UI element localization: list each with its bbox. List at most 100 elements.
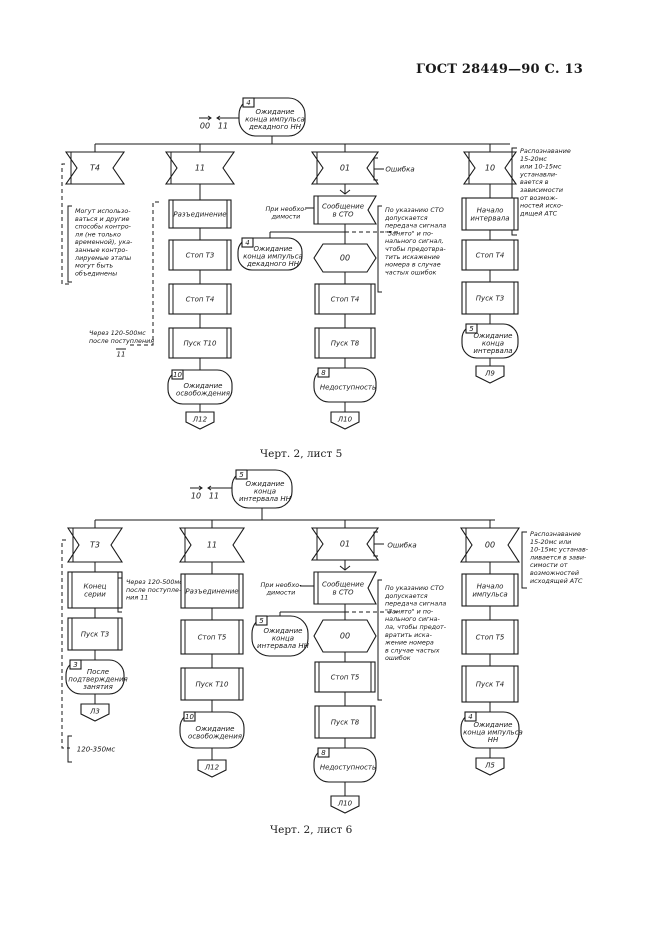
annotation-control-methods: временной), ука- bbox=[75, 238, 133, 246]
annotation-sto: По указанию СТО bbox=[385, 584, 444, 592]
process-label: Стоп Т3 bbox=[186, 252, 215, 260]
connector-line bbox=[377, 579, 382, 701]
process-label: Начало bbox=[477, 583, 504, 591]
receive-signal-01 bbox=[310, 527, 380, 561]
message-label: Сообщение bbox=[322, 203, 364, 211]
annotation-recognition: 15-20мс или bbox=[530, 538, 571, 546]
process-label: Пуск Т10 bbox=[196, 681, 229, 689]
process-label: Стоп Т5 bbox=[198, 634, 227, 642]
state-label: Ожидание bbox=[246, 480, 285, 488]
signal-label: 01 bbox=[340, 164, 350, 173]
state-label: конца импульса bbox=[243, 253, 303, 261]
annotation-recognition: 10-15мс устанав- bbox=[530, 546, 589, 554]
annotation-sto: передача сигнала bbox=[385, 222, 446, 230]
connector-l10 bbox=[330, 411, 360, 430]
overbar-arrow-head bbox=[207, 115, 212, 121]
state-label: конца импульса bbox=[245, 116, 305, 124]
message-to-sto bbox=[313, 195, 377, 225]
state-await-interval-end bbox=[251, 615, 309, 657]
process-start-t8 bbox=[314, 327, 376, 359]
annotation-delay: после поступления bbox=[89, 337, 154, 345]
state-label: конца bbox=[482, 340, 504, 348]
annotation-if-needed: При необхо- bbox=[260, 581, 302, 589]
process-stop-t5-b bbox=[314, 661, 376, 693]
signal-label: 00 bbox=[340, 254, 350, 263]
state-label: конца bbox=[254, 488, 276, 496]
connector-line bbox=[130, 201, 159, 346]
annotation-sto: частых ошибок bbox=[385, 268, 437, 276]
process-stop-t5-c bbox=[461, 619, 519, 655]
state-label: Ожидание bbox=[196, 725, 235, 733]
connector-line bbox=[117, 577, 122, 613]
process-start-t3 bbox=[67, 617, 123, 651]
state-label: декадного НН bbox=[248, 123, 302, 131]
annotation-recognition: возможностей bbox=[530, 569, 579, 577]
connector-label: Л10 bbox=[337, 416, 353, 424]
annotation-recognition: симости от bbox=[530, 561, 568, 569]
receive-signal-11 bbox=[178, 527, 246, 563]
signal-label: 11 bbox=[195, 164, 205, 173]
state-label: Недоступность bbox=[320, 384, 376, 392]
annotation-recognition: дящей АТС bbox=[519, 209, 558, 217]
process-label: Пуск Т8 bbox=[331, 719, 360, 727]
state-label: интервала НН bbox=[257, 642, 310, 650]
annotation-sto: нального сигнал, bbox=[385, 237, 444, 245]
annotation-recognition: вается в bbox=[520, 178, 549, 186]
signal-label: 00 bbox=[340, 632, 350, 641]
annotation-sto: номера в случае bbox=[385, 261, 441, 269]
connector-line bbox=[521, 531, 527, 589]
message-label: в СТО bbox=[332, 589, 354, 597]
annotation-sto: "Занято" и по- bbox=[385, 607, 434, 615]
annotation-sto: По указанию СТО bbox=[385, 206, 444, 214]
connector-l9 bbox=[475, 365, 505, 384]
annotation-recognition: от возмож- bbox=[520, 194, 558, 202]
state-number-box bbox=[242, 97, 255, 108]
process-label: Пуск Т8 bbox=[331, 340, 360, 348]
annotation-delay: Через 120-500мс bbox=[126, 578, 183, 586]
state-label: занятия bbox=[83, 683, 113, 691]
annotation-recognition: зависимости bbox=[520, 186, 563, 194]
process-label: Пуск Т4 bbox=[476, 681, 504, 689]
annotation-duration: 120-350мс bbox=[77, 746, 116, 754]
process-stop-t5 bbox=[180, 619, 244, 655]
overbar-arrow-head bbox=[216, 115, 221, 121]
process-label: Пуск Т10 bbox=[184, 340, 217, 348]
annotation-sto: тить искажение bbox=[385, 253, 440, 261]
annotation-sto: передача сигнала bbox=[385, 600, 446, 608]
process-interval-start bbox=[461, 197, 519, 231]
state-label: Ожидание bbox=[256, 108, 295, 116]
annotation-recognition: устанавли- bbox=[519, 170, 558, 178]
state-number: 4 bbox=[246, 99, 250, 107]
connector-label: Л3 bbox=[89, 708, 100, 716]
annotation-control-methods: Могут использо- bbox=[75, 207, 131, 215]
connector-label: Л10 bbox=[337, 800, 353, 808]
process-label: серии bbox=[84, 591, 106, 599]
process-pulse-start bbox=[461, 573, 519, 607]
receive-signal-10 bbox=[462, 151, 518, 185]
signal-label: T3 bbox=[90, 541, 100, 550]
state-label: освобождения bbox=[176, 389, 230, 397]
input-signal-label: 00 bbox=[200, 122, 210, 131]
annotation-control-methods: объединены bbox=[75, 269, 117, 277]
annotation-control-methods: занные контро- bbox=[75, 246, 128, 254]
state-label: интервала bbox=[473, 347, 512, 355]
process-label: Разъединение bbox=[173, 211, 226, 219]
state-number-box bbox=[317, 367, 330, 378]
state-label: Ожидание bbox=[184, 382, 223, 390]
state-number: 10 bbox=[173, 371, 182, 379]
annotation-sto: допускается bbox=[384, 214, 428, 222]
process-label: интервала bbox=[470, 215, 509, 223]
state-number: 3 bbox=[73, 661, 77, 669]
state-number: 5 bbox=[239, 471, 244, 479]
connector-line bbox=[61, 539, 70, 749]
message-to-sto bbox=[313, 571, 377, 605]
state-label: Ожидание bbox=[474, 332, 513, 340]
receive-signal-11 bbox=[164, 151, 236, 185]
annotation-sto: "Занято" и по- bbox=[385, 229, 434, 237]
process-label: Начало bbox=[477, 207, 504, 215]
process-stop-t4-b bbox=[314, 283, 376, 315]
state-number: 8 bbox=[321, 369, 326, 377]
message-label: в СТО bbox=[332, 211, 354, 219]
connector-line bbox=[377, 205, 382, 293]
